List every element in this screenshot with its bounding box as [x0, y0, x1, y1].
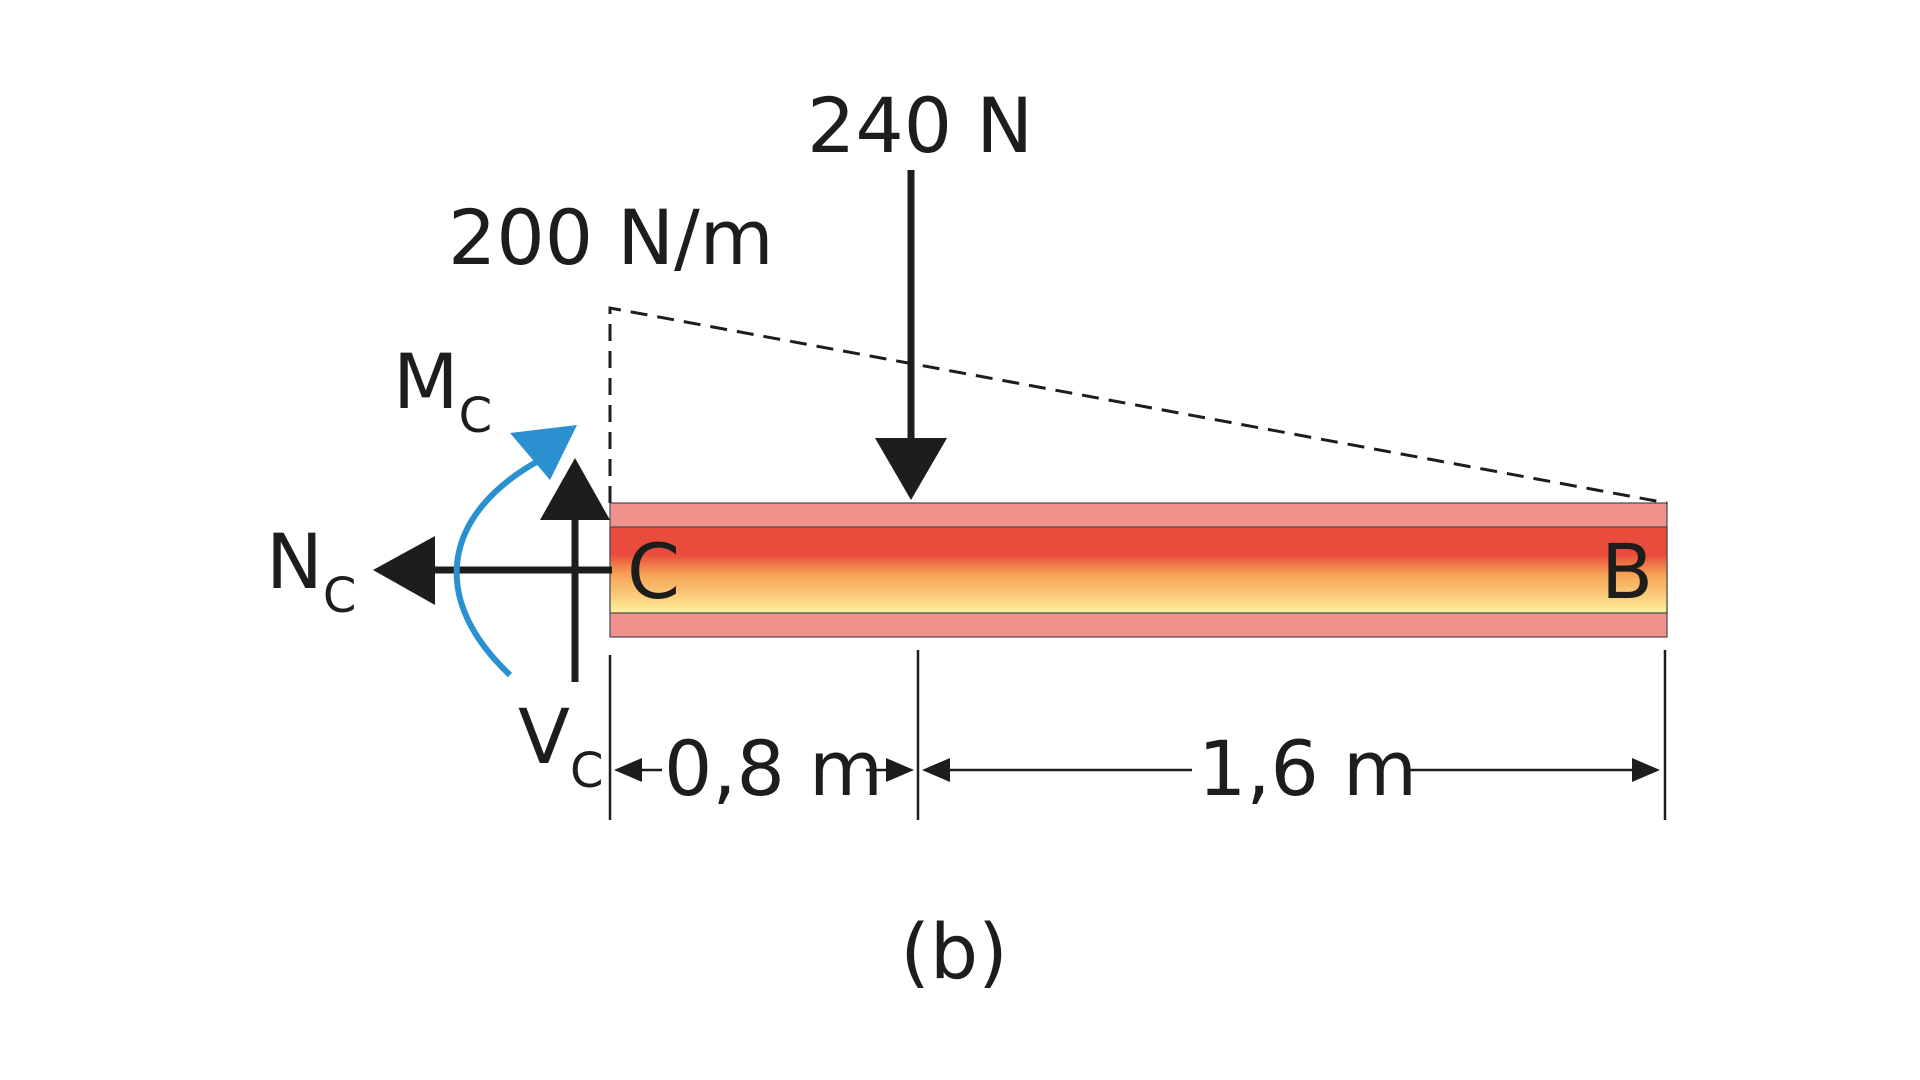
moment: MC: [393, 337, 577, 678]
point-c-label: C: [627, 527, 680, 616]
moment-label: MC: [393, 337, 492, 444]
point-b-label: B: [1601, 527, 1653, 616]
normal-force-label: NC: [266, 517, 356, 624]
moment-subscript: C: [459, 388, 493, 444]
shear-force-subscript: C: [570, 743, 604, 799]
dimension-1-label: 0,8 m: [664, 724, 883, 813]
dimension-2-arrowhead-left: [922, 758, 950, 782]
shear-force: VC: [518, 458, 610, 799]
normal-force-arrowhead: [373, 536, 435, 605]
distributed-load-label: 200 N/m: [448, 193, 774, 282]
dimension-2-arrowhead-right: [1632, 758, 1660, 782]
normal-force: NC: [266, 517, 612, 624]
normal-force-subscript: C: [323, 568, 357, 624]
point-load-arrowhead: [875, 438, 947, 500]
shear-force-label: VC: [518, 692, 604, 799]
moment-arrowhead: [510, 425, 577, 480]
point-load: 240 N: [807, 81, 1033, 500]
figure-caption: (b): [900, 907, 1008, 996]
dimensions: 0,8 m 1,6 m: [608, 650, 1667, 820]
beam-core: [609, 526, 1668, 614]
shear-force-symbol: V: [518, 692, 570, 781]
moment-arc: [453, 457, 542, 678]
shear-force-arrowhead: [540, 458, 610, 520]
normal-force-symbol: N: [266, 517, 323, 606]
dimension-1-arrowhead-left: [614, 758, 642, 782]
distributed-load-outline: [608, 306, 1668, 505]
dimension-1-arrowhead-right: [886, 758, 914, 782]
beam: [609, 502, 1668, 638]
dimension-2-label: 1,6 m: [1198, 724, 1417, 813]
point-load-label: 240 N: [807, 81, 1033, 170]
moment-symbol: M: [393, 337, 459, 426]
distributed-load: 200 N/m: [448, 193, 1668, 505]
